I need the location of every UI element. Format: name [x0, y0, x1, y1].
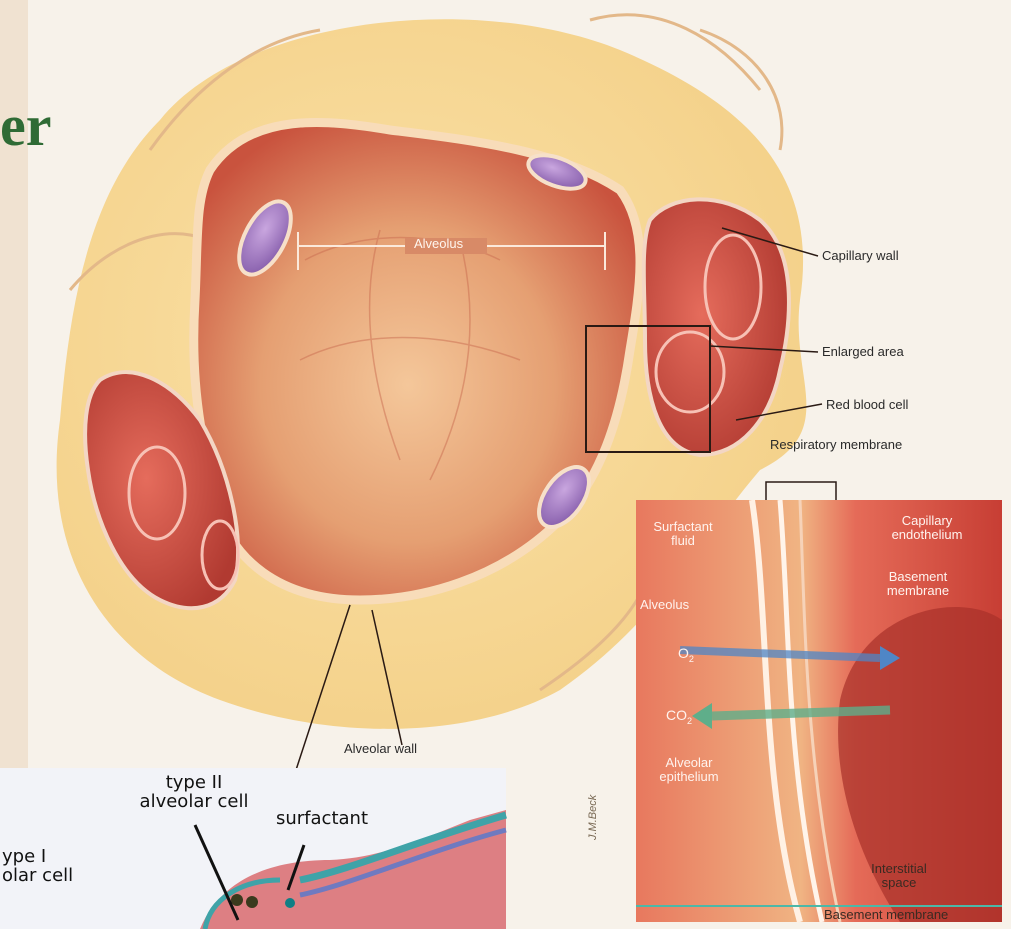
surfactant-fluid-label: Surfactant fluid [646, 520, 720, 547]
capillary-endothelium-label: Capillary endothelium [872, 514, 982, 541]
surfactant-label: surfactant [276, 810, 368, 829]
page-title-fragment: er [0, 92, 52, 159]
interstitial-space-label: Interstitial space [862, 862, 936, 889]
respiratory-membrane-label: Respiratory membrane [770, 438, 902, 452]
alveolus-inset-label: Alveolus [640, 598, 689, 612]
o2-label: O2 [678, 646, 694, 664]
alveolus-label: Alveolus [414, 237, 463, 251]
alveolar-wall-label: Alveolar wall [344, 742, 417, 756]
artist-signature: J.M.Beck [588, 795, 600, 840]
co2-label: CO2 [666, 708, 692, 726]
basement-membrane-top-label: Basement membrane [868, 570, 968, 597]
red-blood-cell-label: Red blood cell [826, 398, 908, 412]
capillary-wall-label: Capillary wall [822, 249, 899, 263]
enlarged-area-label: Enlarged area [822, 345, 904, 359]
type-ii-cell-label: type II alveolar cell [128, 774, 260, 812]
basement-membrane-bottom-label: Basement membrane [824, 908, 948, 922]
alveolar-epithelium-label: Alveolar epithelium [650, 756, 728, 783]
